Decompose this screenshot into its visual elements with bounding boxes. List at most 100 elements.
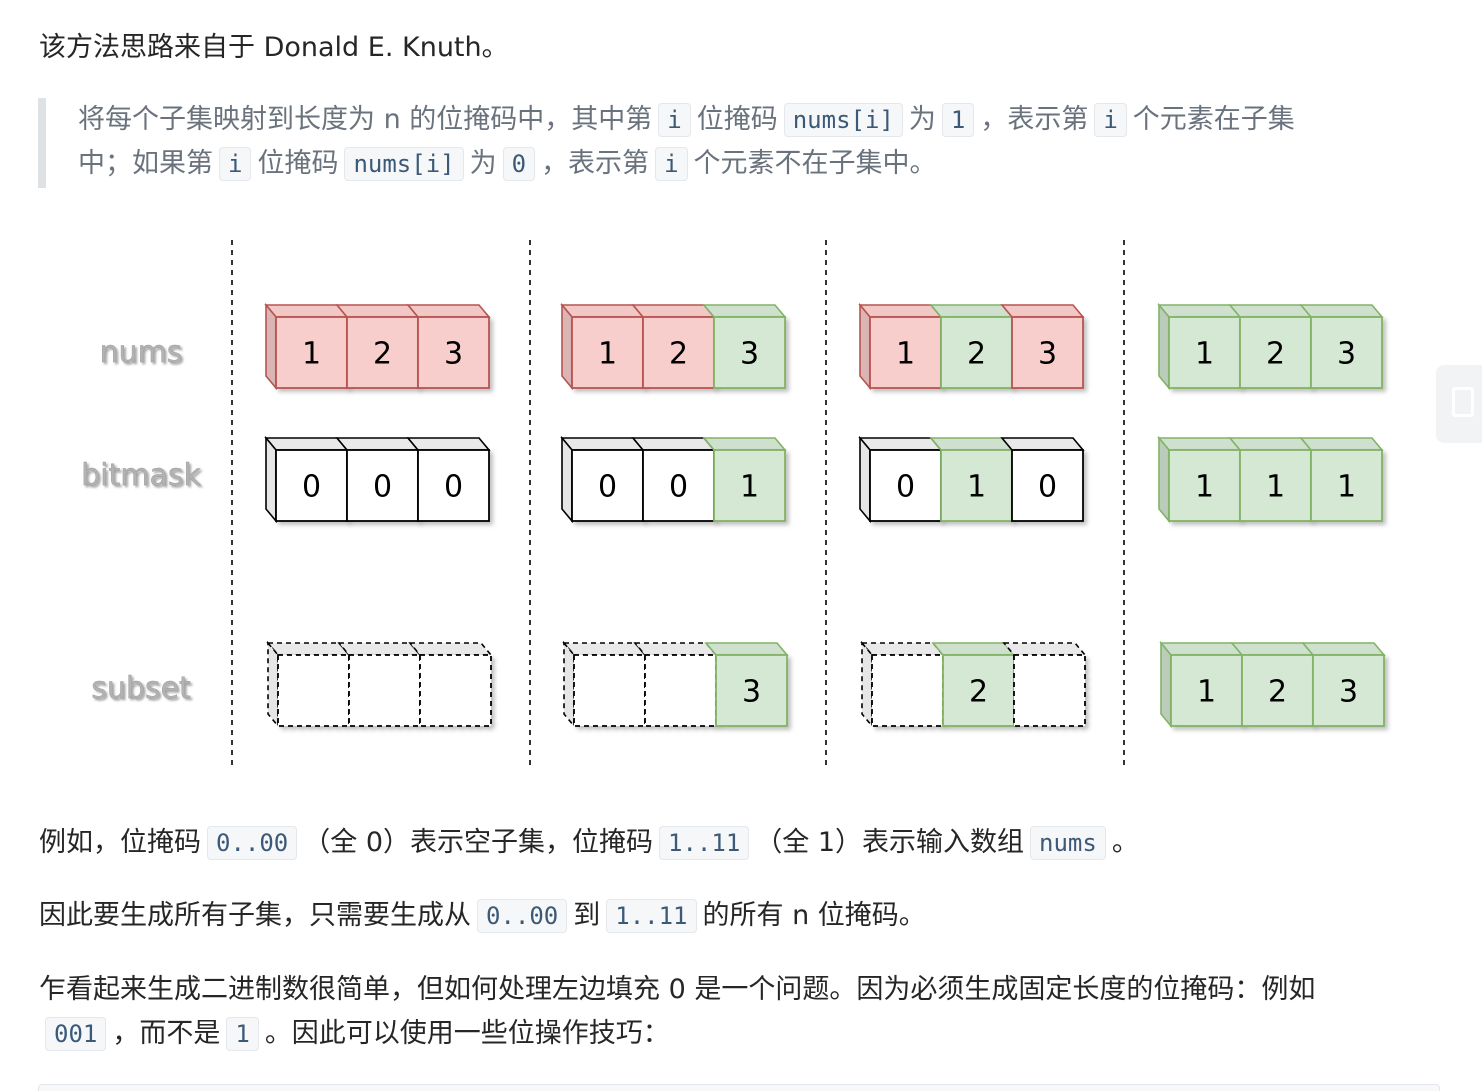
cell-value-bitmask: 0 — [1038, 470, 1057, 505]
cell-value-nums: 2 — [1266, 337, 1285, 372]
cell-side-face — [561, 435, 573, 524]
cell-side-face — [859, 302, 871, 391]
cell-side-face — [1160, 640, 1172, 729]
cell-top-face — [1299, 304, 1384, 318]
cell-value-nums: 1 — [598, 337, 617, 372]
row-label-subset: subset — [91, 671, 191, 706]
inline-code: 1 — [941, 103, 975, 137]
cell-top-face — [704, 642, 789, 656]
text-run: 位掩码 — [257, 148, 339, 179]
cell-top-face — [560, 304, 645, 318]
cell-front-bitmask — [571, 449, 644, 522]
cell-top-face — [335, 304, 420, 318]
cell-front-subset — [1312, 654, 1385, 727]
cell-value-subset: 3 — [742, 675, 761, 710]
inline-code: 1..11 — [659, 826, 750, 860]
cell-top-face — [860, 642, 945, 656]
cell-top-face — [1157, 437, 1242, 451]
cell-value-bitmask: 0 — [373, 470, 392, 505]
cell-top-face — [406, 437, 491, 451]
cell-value-bitmask: 0 — [598, 470, 617, 505]
inline-code: 0..00 — [207, 826, 298, 860]
cell-value-bitmask: 0 — [444, 470, 463, 505]
cell-value-nums: 3 — [1337, 337, 1356, 372]
cell-front-nums — [1310, 316, 1383, 389]
text-run: 中；如果第 — [78, 148, 213, 179]
inline-code: i — [655, 147, 688, 181]
inline-code: 1 — [226, 1017, 259, 1051]
cell-front-subset — [1170, 654, 1243, 727]
cell-value-bitmask: 1 — [1195, 470, 1214, 505]
cell-top-face — [560, 437, 645, 451]
cell-value-bitmask: 0 — [669, 470, 688, 505]
cell-top-face — [1157, 304, 1242, 318]
text-run: 将每个子集映射到长度为 n 的位掩码中，其中第 — [78, 104, 653, 135]
cell-top-face — [702, 437, 787, 451]
cell-front-nums — [1168, 316, 1241, 389]
cell-side-face — [563, 640, 575, 729]
text-run: 为 — [469, 148, 497, 179]
inline-code: 0..00 — [477, 899, 568, 933]
cell-front-bitmask — [1310, 449, 1383, 522]
cell-side-face — [1158, 302, 1170, 391]
cell-front-bitmask — [1239, 449, 1312, 522]
cell-value-bitmask: 0 — [302, 470, 321, 505]
cell-value-bitmask: 1 — [740, 470, 759, 505]
cell-front-nums — [940, 316, 1013, 389]
inline-code: nums[i] — [344, 147, 464, 181]
cell-front-subset — [644, 654, 717, 727]
cell-top-face — [562, 642, 647, 656]
cell-front-nums — [869, 316, 942, 389]
row-label-nums: nums — [100, 335, 183, 370]
text-run: 。 — [1111, 827, 1139, 858]
cell-front-subset — [942, 654, 1015, 727]
inline-code: i — [658, 103, 691, 137]
inline-code: nums[i] — [783, 103, 903, 137]
cell-front-bitmask — [275, 449, 348, 522]
cell-value-nums: 2 — [967, 337, 986, 372]
cell-front-bitmask — [940, 449, 1013, 522]
cell-front-bitmask — [346, 449, 419, 522]
text-run: 。因此可以使用一些位操作技巧： — [264, 1018, 670, 1049]
inline-code: 0 — [502, 147, 536, 181]
cell-top-face — [1159, 642, 1244, 656]
cell-top-face — [1000, 437, 1085, 451]
cell-front-bitmask — [417, 449, 490, 522]
cell-front-subset — [1013, 654, 1086, 727]
intro-paragraph: 该方法思路来自于 Donald E. Knuth。 — [39, 26, 509, 70]
cell-front-subset — [277, 654, 350, 727]
text-run: 个元素不在子集中。 — [693, 148, 937, 179]
cell-front-nums — [1011, 316, 1084, 389]
text-run: 为 — [908, 104, 936, 135]
text-run: 个元素在子集 — [1132, 104, 1295, 135]
cell-front-bitmask — [1011, 449, 1084, 522]
inline-code: 001 — [45, 1017, 107, 1051]
cell-value-bitmask: 1 — [967, 470, 986, 505]
cell-value-subset: 1 — [1197, 675, 1216, 710]
cell-value-nums: 1 — [896, 337, 915, 372]
cell-top-face — [858, 437, 943, 451]
cell-top-face — [1301, 642, 1386, 656]
inline-code: nums — [1030, 826, 1106, 860]
side-copy-tab[interactable] — [1436, 365, 1482, 443]
text-run: 乍看起来生成二进制数很简单，但如何处理左边填充 0 是一个问题。因为必须生成固定… — [39, 974, 1316, 1005]
cell-top-face — [929, 304, 1014, 318]
cell-front-bitmask — [869, 449, 942, 522]
cell-top-face — [1230, 642, 1315, 656]
cell-top-face — [335, 437, 420, 451]
cell-front-subset — [871, 654, 944, 727]
cell-top-face — [1000, 304, 1085, 318]
intro-text: 该方法思路来自于 Donald E. Knuth。 — [39, 32, 509, 63]
cell-top-face — [1228, 437, 1313, 451]
cell-top-face — [931, 642, 1016, 656]
cell-side-face — [861, 640, 873, 729]
cell-top-face — [633, 642, 718, 656]
cell-value-subset: 3 — [1339, 675, 1358, 710]
cell-value-bitmask: 1 — [1337, 470, 1356, 505]
cell-top-face — [1299, 437, 1384, 451]
text-run: 因此要生成所有子集，只需要生成从 — [39, 900, 471, 931]
